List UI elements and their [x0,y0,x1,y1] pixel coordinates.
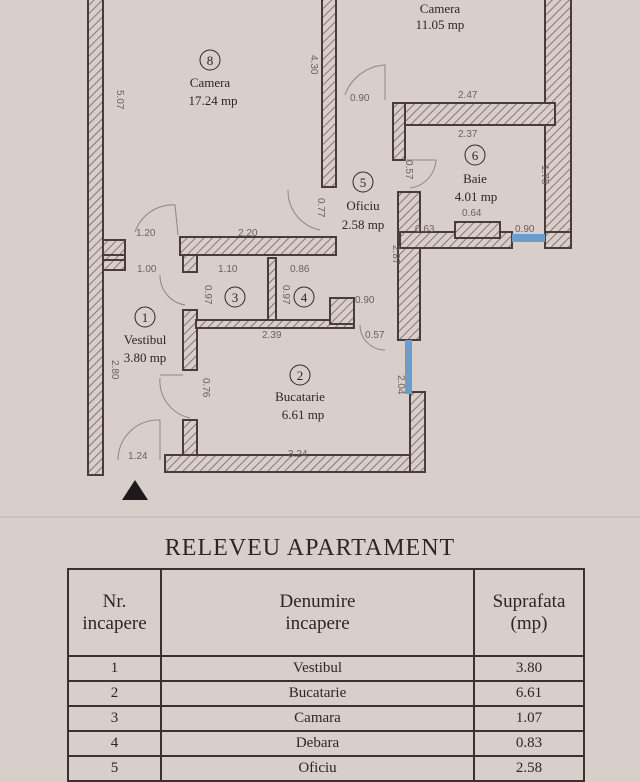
room-number: 1 [142,310,149,325]
cell-name: Oficiu [160,755,475,782]
room-7: Camera 11.05 mp [416,1,465,32]
room-number: 5 [360,175,367,190]
header-nr: Nr.incapere [67,568,162,657]
cell-nr: 5 [67,755,162,782]
room-number: 2 [297,368,304,383]
room-area: 6.61 mp [282,407,325,422]
room-labels: 8 Camera 17.24 mp Camera 11.05 mp 5 Ofic… [124,1,498,422]
dimension: 4.30 [308,55,319,75]
room-area: 2.58 mp [342,217,385,232]
floor-plan: 8 Camera 17.24 mp Camera 11.05 mp 5 Ofic… [0,0,640,518]
dimension: 0.90 [355,295,375,306]
cell-area: 0.83 [473,730,585,757]
windows [405,234,545,394]
dimension: 5.07 [114,90,125,110]
room-number: 6 [472,148,479,163]
cell-nr: 2 [67,680,162,707]
room-area: 11.05 mp [416,17,465,32]
dimension: 3.24 [288,449,308,460]
dimension: 2.20 [238,228,258,239]
cell-name: Bucatarie [160,680,475,707]
dimension: 1.10 [218,264,238,275]
cell-area: 2.58 [473,755,585,782]
room-number: 4 [301,290,308,305]
room-area: 17.24 mp [188,93,237,108]
dimension: 0.97 [202,285,213,305]
dimension: 1.24 [128,451,148,462]
dimension: 2.47 [458,90,478,101]
dimension: 0.57 [403,160,414,180]
room-area: 3.80 mp [124,350,167,365]
room-name: Bucatarie [275,389,325,404]
dimension: 2.87 [390,245,401,265]
room-8: 8 Camera 17.24 mp [188,49,238,108]
header-area: Suprafata(mp) [473,568,585,657]
doors [117,64,437,461]
window-kitchen [405,340,412,394]
page-title: RELEVEU APARTAMENT [164,535,456,561]
dimension: 2.39 [262,330,282,341]
dimension-labels: 5.07 4.30 0.90 2.47 2.37 0.57 1.75 0.77 … [109,55,550,462]
dimension: 0.64 [462,208,482,219]
dimension: 0.90 [350,93,370,104]
window-bath [512,234,545,242]
cell-nr: 4 [67,730,162,757]
cell-area: 6.61 [473,680,585,707]
entrance-arrow-icon [122,480,148,500]
room-4: 4 [293,286,315,308]
walls [87,0,572,476]
dimension: 0.57 [365,330,385,341]
cell-area: 3.80 [473,655,585,682]
room-area: 4.01 mp [455,189,498,204]
dimension: 2.04 [395,375,406,395]
room-name: Vestibul [124,332,167,347]
room-number: 3 [232,290,239,305]
dimension: 0.86 [290,264,310,275]
cell-area: 1.07 [473,705,585,732]
room-name: Oficiu [346,198,380,213]
dimension: 0.77 [315,198,326,218]
room-5: 5 Oficiu 2.58 mp [342,171,385,232]
room-1: 1 Vestibul 3.80 mp [124,306,167,365]
dimension: 1.75 [539,165,550,185]
dimension: 0.63 [415,224,435,235]
room-name: Baie [463,171,487,186]
dimension: 1.00 [137,264,157,275]
dimension: 0.90 [515,224,535,235]
dimension: 0.97 [280,285,291,305]
dimension: 2.37 [458,129,478,140]
cell-nr: 1 [67,655,162,682]
dimension: 0.76 [200,378,211,398]
room-6: 6 Baie 4.01 mp [455,144,498,204]
room-number: 8 [207,53,214,68]
room-name: Camera [420,1,461,16]
room-3: 3 [224,286,246,308]
cell-name: Vestibul [160,655,475,682]
dimension: 2.80 [109,360,120,380]
room-2: 2 Bucatarie 6.61 mp [275,364,325,422]
dimension: 1.20 [136,228,156,239]
cell-name: Camara [160,705,475,732]
cell-nr: 3 [67,705,162,732]
room-name: Camera [190,75,231,90]
cell-name: Debara [160,730,475,757]
